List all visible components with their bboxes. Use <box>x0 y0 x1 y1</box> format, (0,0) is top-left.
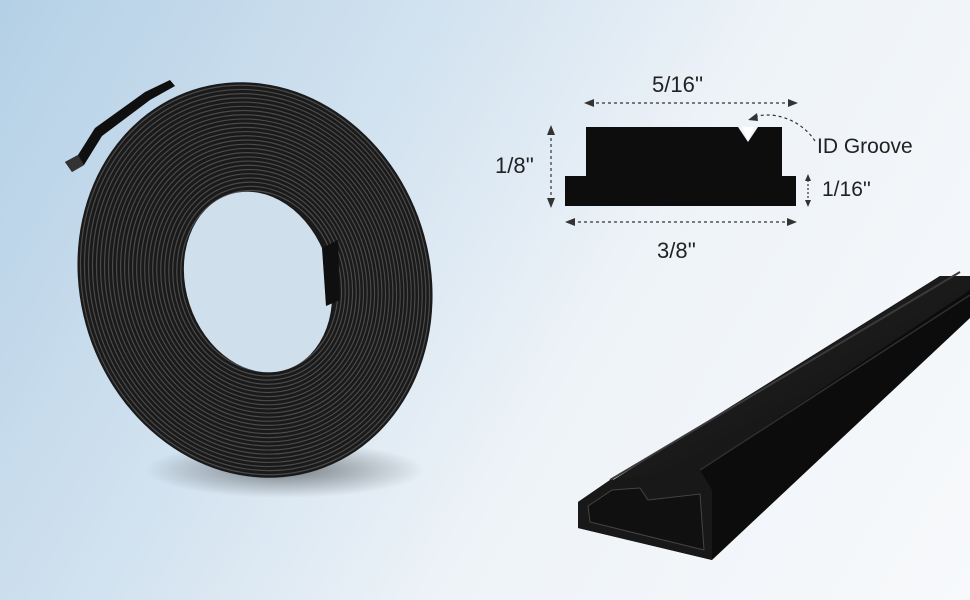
step-height-label: 1/16'' <box>822 178 871 201</box>
cross-section-profile <box>565 127 796 206</box>
coil-groove <box>136 143 379 418</box>
height-label: 1/8'' <box>495 153 534 178</box>
coil-groove <box>79 84 431 476</box>
bottom-width-label: 3/8'' <box>657 238 696 263</box>
straight-strip <box>578 271 970 560</box>
coil-groove <box>148 156 368 406</box>
coil-groove <box>168 177 350 385</box>
coil-groove <box>119 126 394 435</box>
coil-groove <box>124 130 390 431</box>
coil-groove <box>107 114 405 447</box>
coil-groove <box>140 147 376 414</box>
coil-groove <box>128 135 387 426</box>
coil-groove <box>91 97 420 464</box>
rubber-coil <box>65 80 433 478</box>
coil-groove <box>160 168 357 394</box>
coil-groove <box>152 160 365 402</box>
coil-groove <box>156 164 361 398</box>
coil-groove <box>95 101 416 459</box>
top-width-label: 5/16'' <box>652 72 704 97</box>
coil-groove <box>83 88 427 472</box>
dimension-arrows <box>547 99 816 226</box>
coil-groove <box>132 139 383 422</box>
coil-groove <box>103 109 409 451</box>
coil-groove <box>172 181 346 381</box>
coil-groove <box>115 122 398 439</box>
coil-groove <box>87 93 423 468</box>
coil-groove <box>164 173 354 389</box>
groove-label: ID Groove <box>817 135 913 158</box>
coil-groove <box>111 118 401 443</box>
coil-groove <box>99 105 412 455</box>
coil-groove <box>144 152 372 410</box>
